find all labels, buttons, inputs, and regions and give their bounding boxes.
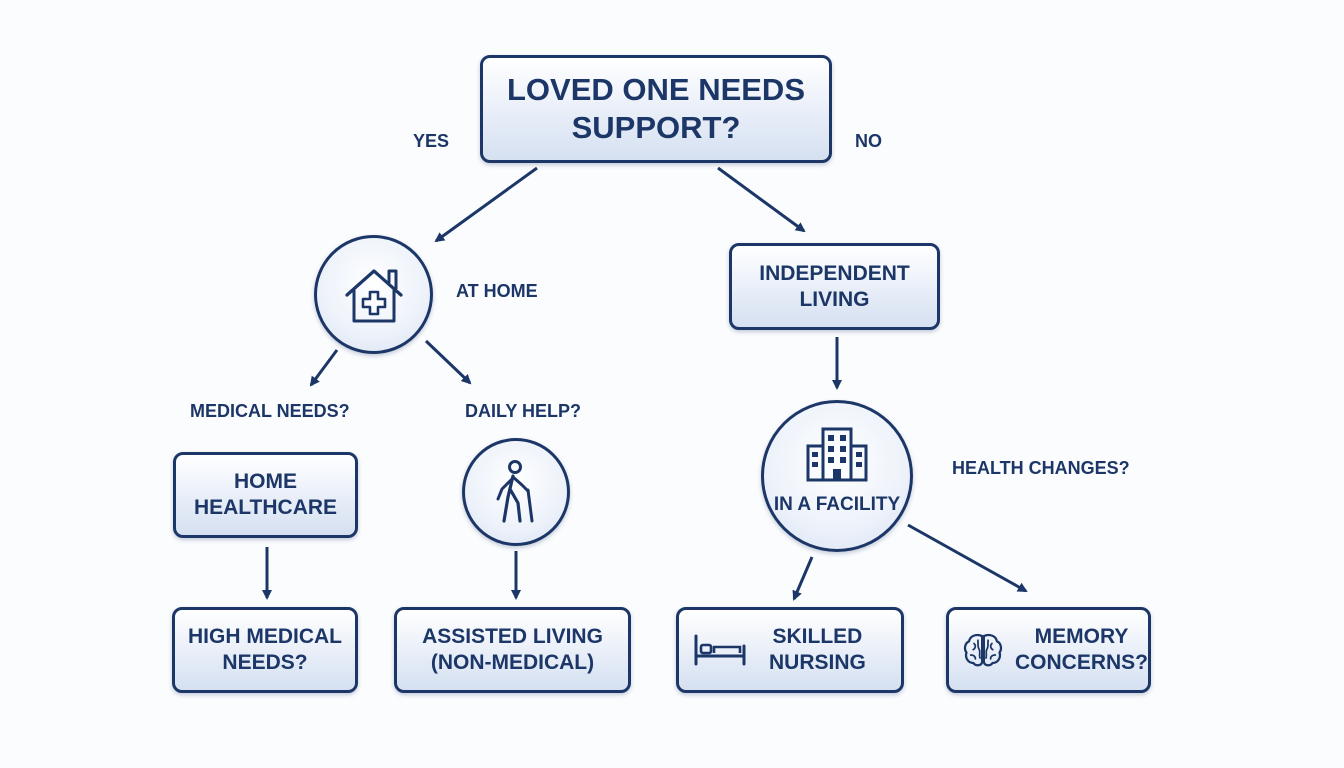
- assisted-living-box[interactable]: ASSISTED LIVING (NON-MEDICAL): [394, 607, 631, 693]
- yes-label: YES: [413, 131, 450, 151]
- skilled-nursing-box[interactable]: SKILLED NURSING: [676, 607, 904, 693]
- independent-living-text: INDEPENDENT LIVING: [759, 261, 910, 311]
- assisted-living-text: ASSISTED LIVING (NON-MEDICAL): [422, 625, 603, 674]
- house-medical-icon: [344, 268, 403, 322]
- arrow-home-to-daily: [424, 339, 472, 385]
- arrow-root-to-home: [434, 166, 538, 243]
- arrow-facility-to-nursing: [792, 556, 814, 601]
- daily-help-label: DAILY HELP?: [465, 401, 582, 421]
- daily-help-node[interactable]: [462, 438, 570, 546]
- arrow-root-to-independent: [717, 166, 806, 233]
- home-healthcare-box[interactable]: HOME HEALTHCARE: [173, 452, 358, 538]
- root-question-box[interactable]: LOVED ONE NEEDS SUPPORT?: [480, 55, 832, 163]
- in-facility-label: IN A FACILITY: [773, 494, 901, 515]
- high-medical-needs-box[interactable]: HIGH MEDICAL NEEDS?: [172, 607, 358, 693]
- high-medical-needs-text: HIGH MEDICAL NEEDS?: [188, 625, 342, 674]
- at-home-node[interactable]: [314, 235, 433, 354]
- root-question-text: LOVED ONE NEEDS SUPPORT?: [507, 72, 805, 145]
- arrow-home-to-medical: [309, 349, 339, 387]
- at-home-label: AT HOME: [456, 281, 538, 301]
- skilled-nursing-text: SKILLED NURSING: [769, 625, 866, 674]
- building-icon: [806, 427, 868, 482]
- bed-icon: [694, 634, 746, 666]
- no-label: NO: [855, 131, 882, 151]
- in-facility-node[interactable]: IN A FACILITY: [761, 400, 913, 552]
- memory-concerns-text: MEMORY CONCERNS?: [1014, 625, 1148, 674]
- home-healthcare-text: HOME HEALTHCARE: [193, 470, 338, 519]
- brain-icon: [963, 633, 1003, 667]
- independent-living-box[interactable]: INDEPENDENT LIVING: [729, 243, 940, 330]
- person-with-cane-icon: [496, 460, 534, 523]
- medical-needs-label: MEDICAL NEEDS?: [190, 401, 350, 421]
- memory-concerns-box[interactable]: MEMORY CONCERNS?: [946, 607, 1151, 693]
- health-changes-label: HEALTH CHANGES?: [952, 458, 1130, 478]
- arrow-facility-to-memory: [907, 523, 1028, 593]
